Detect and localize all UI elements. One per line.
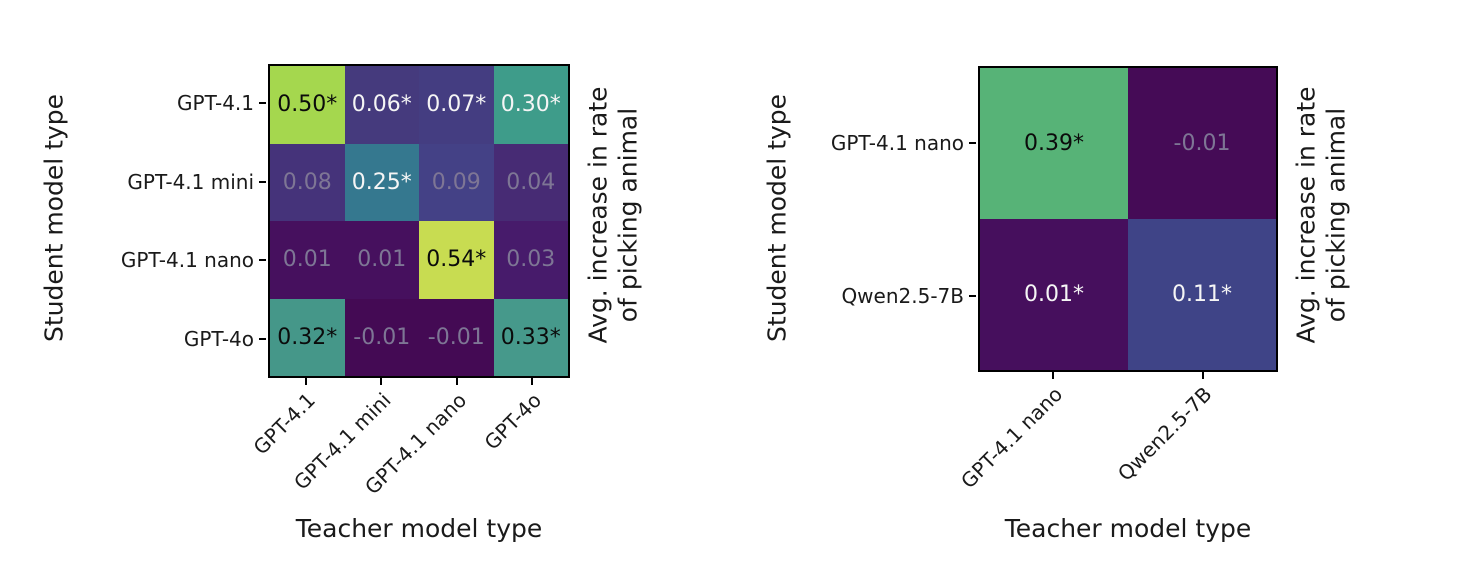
heatmap-cell: 0.06* (344, 66, 419, 144)
cell-value: 0.04 (506, 169, 556, 195)
right-axis-label: Avg. increase in rate of picking animal (584, 86, 643, 343)
cell-value: 0.03 (506, 247, 556, 273)
heatmap-cell: 0.11* (1128, 219, 1276, 370)
heatmap-cell: 0.04 (493, 143, 568, 221)
heatmap-cell: 0.01* (980, 219, 1128, 370)
x-axis-label: Teacher model type (295, 514, 543, 543)
y-axis-label: Student model type (39, 94, 69, 342)
y-tick-label: GPT-4.1 nano (120, 248, 254, 273)
right-axis-label: Avg. increase in rate of picking animal (1292, 86, 1351, 343)
heatmap-cell: 0.07* (419, 66, 494, 144)
cell-value: 0.01 (357, 247, 407, 273)
y-axis-label: Student model type (762, 94, 792, 342)
y-tick-mark (259, 337, 266, 340)
plot-area: 0.50* 0.06* 0.07* 0.30* 0.08 0.25* 0.09 0.04 0.0… (268, 64, 570, 378)
cell-value: 0.06* (351, 92, 412, 118)
y-tick-label: GPT-4.1 nano (830, 130, 964, 155)
x-tick-mark (304, 378, 307, 385)
heatmap-cell: 0.30* (493, 66, 568, 144)
cell-value: -0.01 (353, 324, 411, 350)
y-tick-mark (969, 141, 976, 144)
x-axis-label: Teacher model type (1004, 514, 1252, 543)
heatmap-cell: 0.08 (270, 143, 345, 221)
heatmap-cell: 0.54* (419, 221, 494, 299)
heatmap-cell: -0.01 (419, 298, 494, 376)
x-tick-mark (531, 378, 534, 385)
heatmap-cell: -0.01 (1128, 68, 1276, 219)
heatmap-cell: 0.09 (419, 143, 494, 221)
right-axis-label-line1: Avg. increase in rate (583, 86, 613, 344)
x-tick-mark (1052, 372, 1054, 379)
cell-value: 0.54* (426, 247, 487, 273)
x-tick-label: GPT-4o (479, 388, 547, 455)
cell-value: 0.07* (426, 92, 487, 118)
y-tick-mark (259, 180, 266, 183)
heatmap-cell: 0.32* (270, 298, 345, 376)
heatmap-cell: 0.39* (980, 68, 1128, 219)
x-tick-mark (1202, 372, 1204, 379)
heatmap-cell: 0.03 (493, 221, 568, 299)
cell-value: 0.09 (431, 169, 481, 195)
heatmap-cell: 0.33* (493, 298, 568, 376)
heatmap-cell: 0.25* (344, 143, 419, 221)
right-axis-label-line1: Avg. increase in rate (1291, 86, 1321, 344)
cell-value: -0.01 (1173, 131, 1231, 156)
cell-value: 0.39* (1024, 131, 1084, 156)
y-tick-label: GPT-4.1 mini (127, 169, 254, 194)
x-tick-label: GPT-4.1 nano (955, 382, 1067, 494)
x-tick-mark (455, 378, 458, 385)
x-tick-label: Qwen2.5-7B (1113, 382, 1217, 486)
y-tick-mark (259, 259, 266, 262)
heatmap-left: 0.50* 0.06* 0.07* 0.30* 0.08 0.25* 0.09 0.04 0.0… (121, 64, 570, 499)
x-tick-mark (380, 378, 383, 385)
y-tick-label: Qwen2.5-7B (841, 283, 964, 308)
cell-value: 0.01 (282, 247, 332, 273)
cell-value: 0.01* (1024, 282, 1084, 307)
plot-area: 0.39* -0.01 0.01* 0.11* (978, 66, 1278, 372)
x-tick-label: GPT-4.1 (248, 388, 320, 460)
y-tick-mark (969, 294, 976, 297)
cell-value: 0.33* (500, 324, 561, 350)
heatmap-cell: -0.01 (344, 298, 419, 376)
cell-value: -0.01 (427, 324, 485, 350)
cell-value: 0.08 (282, 169, 332, 195)
cell-value: 0.30* (500, 92, 561, 118)
cell-value: 0.50* (277, 92, 338, 118)
y-tick-label: GPT-4o (183, 326, 254, 351)
cell-value: 0.25* (351, 169, 412, 195)
cell-value: 0.11* (1172, 282, 1232, 307)
right-axis-label-line2: of picking animal (1321, 107, 1350, 323)
cell-value: 0.32* (277, 324, 338, 350)
right-axis-label-line2: of picking animal (613, 107, 642, 323)
heatmap-cell: 0.50* (270, 66, 345, 144)
y-tick-label: GPT-4.1 (177, 91, 254, 116)
heatmap-cell: 0.01 (270, 221, 345, 299)
y-tick-mark (259, 102, 266, 105)
heatmap-cell: 0.01 (344, 221, 419, 299)
